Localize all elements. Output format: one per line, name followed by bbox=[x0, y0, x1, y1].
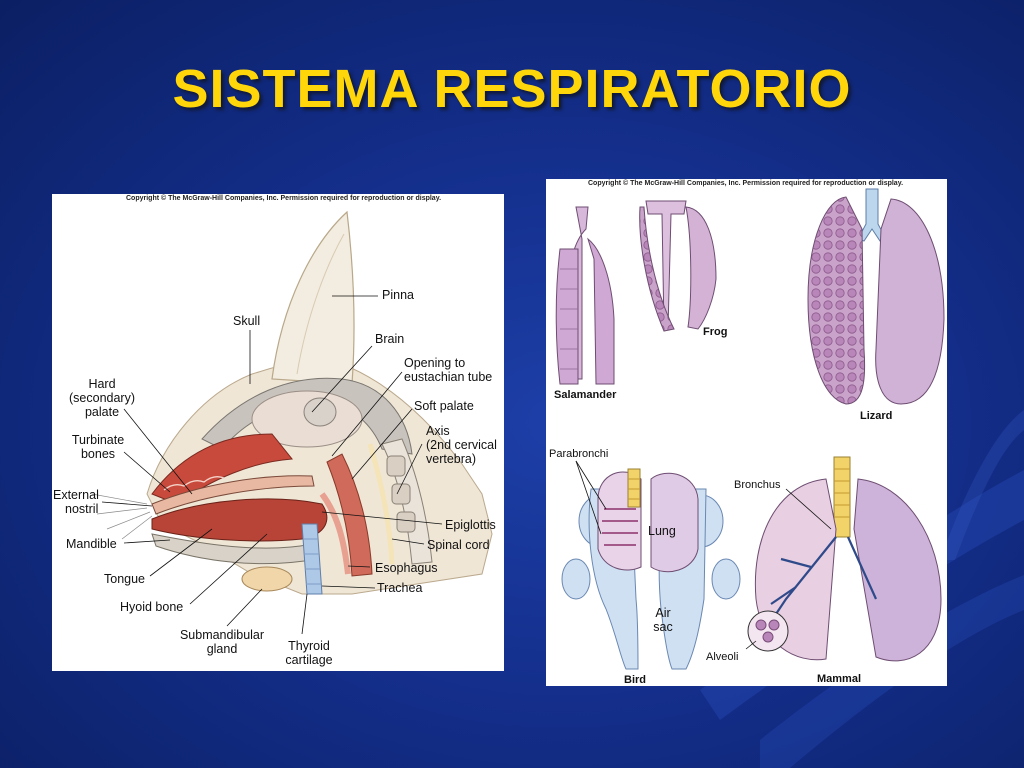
label-external-line2: nostril bbox=[65, 502, 99, 516]
label-axis-line2: (2nd cervical bbox=[426, 438, 497, 452]
label-external-line1: External bbox=[53, 488, 99, 502]
label-hard-line3: palate bbox=[84, 405, 120, 419]
label-opening-line1: Opening to bbox=[404, 356, 466, 370]
lizard-lungs bbox=[807, 188, 945, 405]
label-brain: Brain bbox=[375, 332, 405, 346]
label-bird: Bird bbox=[624, 674, 646, 686]
label-mammal: Mammal bbox=[817, 673, 862, 685]
label-air-sac: Air sac bbox=[646, 606, 680, 634]
label-skull: Skull bbox=[233, 314, 261, 328]
label-air-sac-line1: Air bbox=[655, 606, 671, 620]
label-turbinate-line1: Turbinate bbox=[71, 433, 125, 447]
label-opening-line2: eustachian tube bbox=[404, 370, 493, 384]
label-mandible: Mandible bbox=[66, 537, 117, 551]
label-thyroid-line2: cartilage bbox=[285, 653, 333, 667]
label-hard-palate: Hard (secondary) palate bbox=[62, 377, 142, 419]
label-thyroid-cartilage: Thyroid cartilage bbox=[274, 639, 344, 667]
comparative-lungs-illustration bbox=[555, 188, 945, 670]
label-external-nostril: External nostril bbox=[53, 488, 99, 516]
label-spinal-cord: Spinal cord bbox=[427, 538, 490, 552]
label-axis-line3: vertebra) bbox=[426, 452, 477, 466]
label-trachea: Trachea bbox=[377, 581, 423, 595]
label-turbinate-line2: bones bbox=[80, 447, 116, 461]
frog-lungs bbox=[639, 200, 717, 332]
copyright-notice-right: Copyright © The McGraw-Hill Companies, I… bbox=[588, 180, 904, 187]
label-frog: Frog bbox=[703, 326, 728, 338]
label-turbinate-bones: Turbinate bones bbox=[66, 433, 130, 461]
label-air-sac-line2: sac bbox=[653, 620, 673, 634]
label-opening-eustachian-tube: Opening to eustachian tube bbox=[404, 356, 492, 384]
label-epiglottis: Epiglottis bbox=[445, 518, 496, 532]
copyright-notice: Copyright © The McGraw-Hill Companies, I… bbox=[126, 195, 442, 202]
label-bronchus: Bronchus bbox=[734, 479, 781, 491]
label-parabronchi: Parabronchi bbox=[549, 448, 609, 460]
bird-lungs bbox=[561, 460, 741, 670]
label-hard-line2: (secondary) bbox=[69, 391, 135, 405]
label-submandibular-gland: Submandibular gland bbox=[172, 628, 272, 656]
label-lung: Lung bbox=[648, 524, 676, 538]
label-axis: Axis (2nd cervical vertebra) bbox=[426, 424, 497, 466]
label-submandibular-line1: Submandibular bbox=[179, 628, 265, 642]
label-thyroid-line1: Thyroid bbox=[288, 639, 330, 653]
label-hard-line1: Hard bbox=[88, 377, 116, 391]
label-soft-palate: Soft palate bbox=[414, 399, 474, 413]
label-pinna: Pinna bbox=[382, 288, 414, 302]
cat-head-anatomy-figure: Copyright © The McGraw-Hill Companies, I… bbox=[52, 194, 504, 671]
label-axis-line1: Axis bbox=[426, 424, 450, 438]
label-salamander: Salamander bbox=[554, 389, 617, 401]
label-alveoli: Alveoli bbox=[706, 651, 739, 663]
mammal-lungs bbox=[745, 456, 942, 662]
label-esophagus: Esophagus bbox=[375, 561, 438, 575]
slide-title: SISTEMA RESPIRATORIO bbox=[172, 59, 852, 119]
comparative-lungs-figure: Copyright © The McGraw-Hill Companies, I… bbox=[546, 179, 947, 686]
cat-head-illustration bbox=[91, 210, 493, 635]
label-tongue: Tongue bbox=[104, 572, 146, 586]
label-submandibular-line2: gland bbox=[206, 642, 238, 656]
salamander-lungs bbox=[555, 206, 615, 385]
label-lizard: Lizard bbox=[860, 410, 893, 422]
label-hyoid-bone: Hyoid bone bbox=[120, 600, 184, 614]
